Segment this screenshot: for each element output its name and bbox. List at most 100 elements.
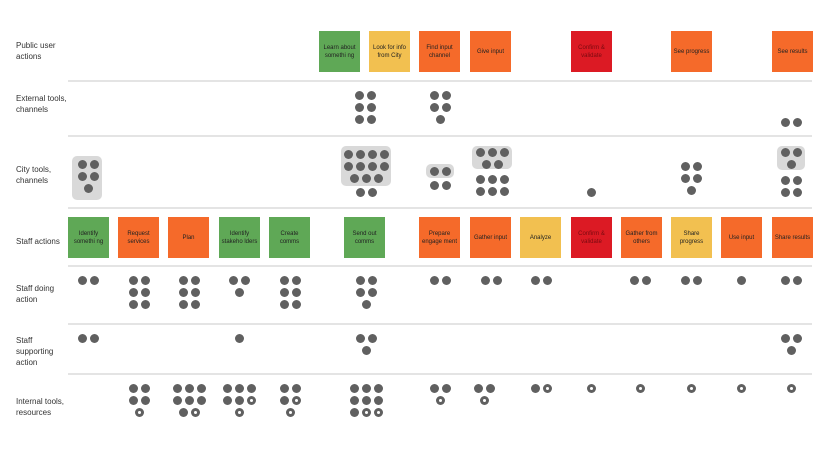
person-icon [89, 172, 99, 181]
tool-icon [291, 396, 301, 405]
person-icon [291, 288, 301, 297]
person-icon [373, 174, 383, 183]
person-icon [184, 384, 194, 393]
person-icon [692, 162, 702, 171]
person-icon [473, 384, 483, 393]
staff-action-card: Request services [118, 217, 159, 258]
person-icon [279, 276, 289, 285]
person-icon [780, 118, 790, 127]
row-separator [68, 80, 812, 82]
public-action-card: See results [772, 31, 813, 72]
person-icon [196, 384, 206, 393]
staff-action-label: Request services [127, 230, 150, 245]
person-icon [361, 174, 371, 183]
person-icon [367, 288, 377, 297]
staff-action-card: Create comms [269, 217, 310, 258]
person-icon [367, 162, 377, 171]
person-icon [736, 276, 746, 285]
row-label-external-tools: External tools, channels [16, 94, 67, 114]
person-icon [586, 188, 596, 197]
public-action-card: See progress [671, 31, 712, 72]
person-icon [190, 276, 200, 285]
tool-icon [686, 384, 696, 393]
person-icon [355, 334, 365, 343]
person-icon [349, 396, 359, 405]
person-icon [178, 300, 188, 309]
person-icon [83, 184, 93, 193]
person-icon [190, 288, 200, 297]
person-icon [792, 334, 802, 343]
staff-action-label: Plan [182, 234, 195, 241]
person-icon [291, 300, 301, 309]
person-icon [499, 148, 509, 157]
public-action-label: Find input channel [426, 44, 453, 59]
tool-icon [134, 408, 144, 417]
person-icon [499, 187, 509, 196]
person-icon [429, 91, 439, 100]
staff-action-label: Identify somethi ng [73, 230, 104, 245]
row-label-internal-tools: Internal tools, resources [16, 397, 65, 417]
row-label-staff-actions: Staff actions [16, 237, 60, 246]
person-icon [680, 276, 690, 285]
person-icon [140, 276, 150, 285]
staff-action-label: Prepare engage ment [421, 230, 458, 245]
tool-icon [373, 408, 383, 417]
person-icon [441, 167, 451, 176]
person-icon [355, 188, 365, 197]
row-label-city-tools: City tools, channels [16, 165, 52, 185]
person-icon [77, 334, 87, 343]
person-icon [128, 288, 138, 297]
person-icon [487, 175, 497, 184]
person-icon [530, 276, 540, 285]
person-icon [429, 103, 439, 112]
person-icon [429, 384, 439, 393]
person-icon [355, 162, 365, 171]
person-icon [487, 187, 497, 196]
person-icon [234, 334, 244, 343]
staff-action-card: Analyze [520, 217, 561, 258]
staff-action-card: Gather from others [621, 217, 662, 258]
person-icon [172, 384, 182, 393]
tool-icon [786, 384, 796, 393]
tool-icon [586, 384, 596, 393]
person-icon [367, 334, 377, 343]
person-icon [343, 162, 353, 171]
person-icon [222, 384, 232, 393]
person-icon [77, 276, 87, 285]
staff-action-label: Use input [728, 234, 755, 241]
person-icon [429, 276, 439, 285]
public-action-card: Learn about somethi ng [319, 31, 360, 72]
person-icon [291, 276, 301, 285]
person-icon [366, 91, 376, 100]
row-separator [68, 265, 812, 267]
row-label-staff-doing-action: Staff doing action [16, 284, 55, 304]
person-icon [480, 276, 490, 285]
person-icon [475, 148, 485, 157]
person-icon [692, 174, 702, 183]
person-icon [128, 384, 138, 393]
person-icon [686, 186, 696, 195]
staff-action-card: Share results [772, 217, 813, 258]
person-icon [77, 160, 87, 169]
person-icon [89, 276, 99, 285]
person-icon [780, 148, 790, 157]
person-icon [128, 396, 138, 405]
tool-icon [190, 408, 200, 417]
person-icon [441, 91, 451, 100]
staff-action-label: Create comms [279, 230, 300, 245]
staff-action-card: Gather input [470, 217, 511, 258]
person-icon [435, 115, 445, 124]
person-icon [349, 408, 359, 417]
person-icon [355, 150, 365, 159]
person-icon [240, 276, 250, 285]
person-icon [373, 396, 383, 405]
public-action-label: Give input [476, 48, 504, 55]
person-icon [542, 276, 552, 285]
person-icon [343, 150, 353, 159]
person-icon [354, 103, 364, 112]
person-icon [234, 288, 244, 297]
public-action-card: Confirm & validate [571, 31, 612, 72]
person-icon [492, 276, 502, 285]
staff-action-label: Gather from others [625, 230, 658, 245]
staff-action-card: Identify somethi ng [68, 217, 109, 258]
